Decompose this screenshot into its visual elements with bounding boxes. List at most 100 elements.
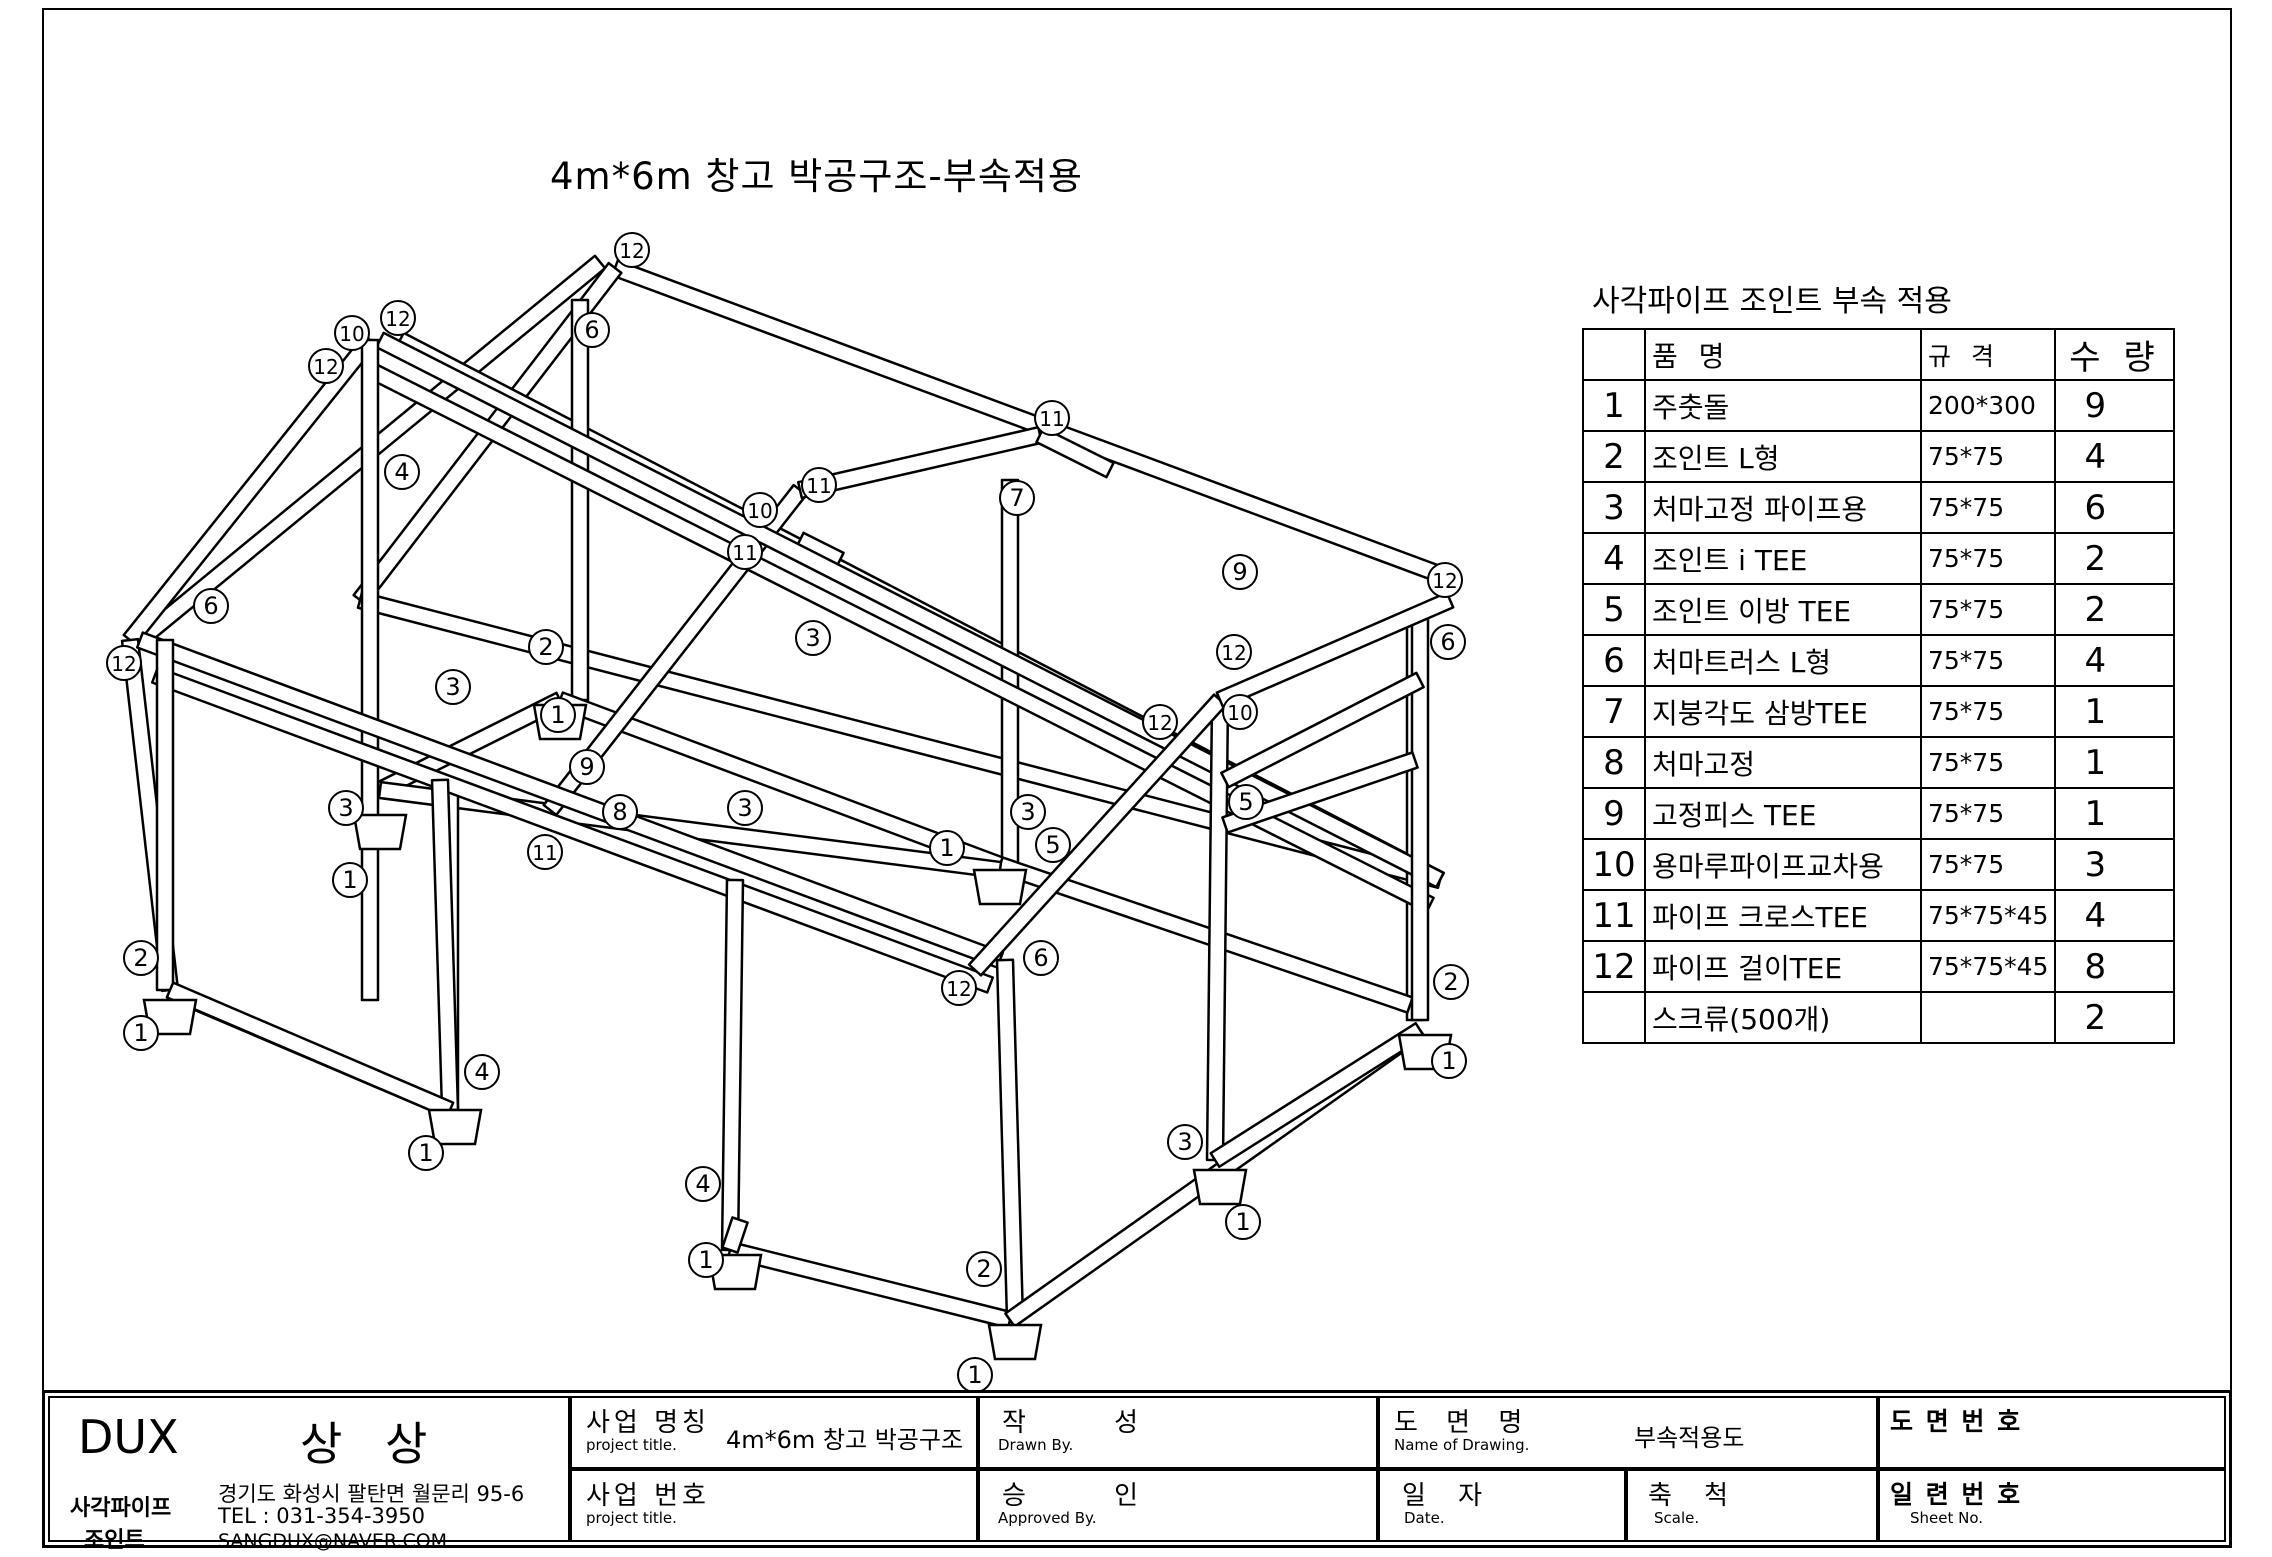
header-spec: 규 격 xyxy=(1919,328,2057,381)
part-callout: 2 xyxy=(1433,964,1469,1000)
part-callout: 7 xyxy=(999,480,1035,516)
part-name: 조인트 L형 xyxy=(1644,430,1922,483)
part-callout: 3 xyxy=(727,790,763,826)
part-callout: 5 xyxy=(1228,784,1264,820)
part-name: 조인트 이방 TEE xyxy=(1644,583,1922,636)
part-no: 6 xyxy=(1582,634,1646,687)
project-no-cell: 사업 번호 project title. xyxy=(570,1469,978,1542)
part-callout: 12 xyxy=(1142,704,1178,740)
part-qty: 1 xyxy=(2054,787,2176,840)
part-callout-number: 1 xyxy=(939,834,954,862)
footing-stone xyxy=(972,868,1028,906)
frame-member xyxy=(155,638,175,992)
part-no: 8 xyxy=(1582,736,1646,789)
project-no-label: 사업 번호 xyxy=(586,1481,710,1511)
company-cell: DUX 상 상 사각파이프 조인트 경기도 화성시 팔탄면 월문리 95-6 T… xyxy=(48,1396,570,1553)
part-spec: 75*75 xyxy=(1919,430,2057,483)
part-no: 5 xyxy=(1582,583,1646,636)
approved-by-label-en: Approved By. xyxy=(998,1509,1097,1527)
part-callout: 9 xyxy=(1222,554,1258,590)
part-qty: 4 xyxy=(2054,634,2176,687)
frame-member xyxy=(570,298,590,702)
part-callout: 11 xyxy=(1034,400,1070,436)
drawn-by-label-en: Drawn By. xyxy=(998,1436,1074,1454)
part-callout-number: 11 xyxy=(532,841,557,865)
drawing-name-label-en: Name of Drawing. xyxy=(1394,1436,1530,1454)
approved-by-cell: 승 인 Approved By. xyxy=(978,1469,1378,1542)
part-spec: 75*75 xyxy=(1919,583,2057,636)
part-callout-number: 8 xyxy=(612,798,627,826)
footing-stone xyxy=(427,1108,483,1146)
part-callout: 1 xyxy=(408,1135,444,1171)
part-qty: 6 xyxy=(2054,481,2176,534)
part-callout-number: 1 xyxy=(1235,1208,1250,1236)
part-callout-number: 9 xyxy=(579,753,594,781)
header-qty: 수 량 xyxy=(2054,328,2176,381)
part-no: 10 xyxy=(1582,838,1646,891)
part-no: 3 xyxy=(1582,481,1646,534)
title-block-border xyxy=(42,1390,2232,1548)
part-callout-number: 1 xyxy=(698,1246,713,1274)
part-callout-number: 6 xyxy=(1440,628,1455,656)
part-name: 조인트 i TEE xyxy=(1644,532,1922,585)
part-qty: 9 xyxy=(2054,379,2176,432)
part-name: 고정피스 TEE xyxy=(1644,787,1922,840)
date-label: 일 자 xyxy=(1402,1481,1495,1511)
part-callout: 1 xyxy=(123,1015,159,1051)
part-callout-number: 6 xyxy=(1033,944,1048,972)
part-callout: 1 xyxy=(929,830,965,866)
part-callout: 4 xyxy=(464,1054,500,1090)
part-callout-number: 7 xyxy=(1009,484,1024,512)
part-callout: 9 xyxy=(569,749,605,785)
approved-by-label: 승 인 xyxy=(1002,1481,1179,1511)
part-callout: 3 xyxy=(328,790,364,826)
title-block: DUX 상 상 사각파이프 조인트 경기도 화성시 팔탄면 월문리 95-6 T… xyxy=(42,1390,2232,1553)
part-callout-number: 12 xyxy=(313,355,338,379)
part-callout-number: 5 xyxy=(1045,831,1060,859)
part-callout: 1 xyxy=(540,697,576,733)
project-name-cell: 사업 명칭 project title. 4m*6m 창고 박공구조 xyxy=(570,1396,978,1469)
part-qty: 4 xyxy=(2054,430,2176,483)
part-qty: 3 xyxy=(2054,838,2176,891)
part-name: 처마고정 xyxy=(1644,736,1922,789)
scale-label-en: Scale. xyxy=(1654,1509,1700,1527)
part-callout-number: 2 xyxy=(538,633,553,661)
part-callout: 4 xyxy=(685,1166,721,1202)
part-callout-number: 12 xyxy=(1147,711,1172,735)
part-spec xyxy=(1919,991,2057,1044)
part-no: 9 xyxy=(1582,787,1646,840)
date-label-en: Date. xyxy=(1404,1509,1445,1527)
part-callout-number: 2 xyxy=(133,944,148,972)
drawing-no-label: 도 면 번 호 xyxy=(1890,1407,2023,1436)
part-callout-number: 2 xyxy=(976,1255,991,1283)
frame-member xyxy=(165,981,455,1119)
part-callout-number: 9 xyxy=(1232,558,1247,586)
frame-member xyxy=(1035,426,1115,479)
part-callout: 2 xyxy=(123,940,159,976)
frame-member xyxy=(360,338,380,1002)
company-tel: TEL : 031-354-3950 xyxy=(218,1504,425,1528)
part-callout-number: 3 xyxy=(737,794,752,822)
part-callout-number: 5 xyxy=(1238,788,1253,816)
part-name: 지붕각도 삼방TEE xyxy=(1644,685,1922,738)
part-name: 처마트러스 L형 xyxy=(1644,634,1922,687)
part-name: 주춧돌 xyxy=(1644,379,1922,432)
drawing-name-cell: 도 면 명 Name of Drawing. 부속적용도 xyxy=(1378,1396,1878,1469)
part-callout: 3 xyxy=(795,620,831,656)
part-callout: 3 xyxy=(1167,1124,1203,1160)
frame-member xyxy=(1205,698,1230,1162)
part-callout: 1 xyxy=(1431,1043,1467,1079)
part-callout-number: 2 xyxy=(1443,968,1458,996)
date-cell: 일 자 Date. xyxy=(1378,1469,1626,1542)
part-callout-number: 6 xyxy=(203,592,218,620)
frame-member xyxy=(720,878,745,1252)
header-name: 품 명 xyxy=(1644,328,1922,381)
part-spec: 75*75 xyxy=(1919,634,2057,687)
part-callout: 3 xyxy=(435,669,471,705)
